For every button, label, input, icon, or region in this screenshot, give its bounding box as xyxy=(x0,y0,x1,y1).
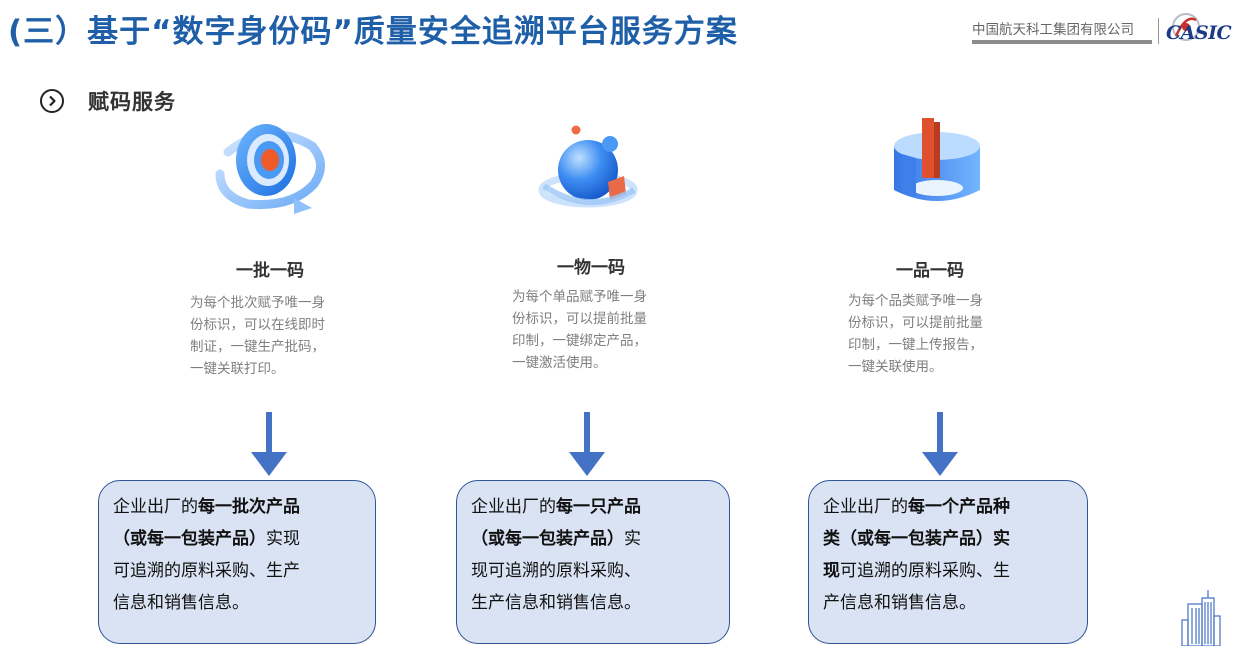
card-description: 为每个品类赋予唯一身 份标识，可以提前批量 印制，一键上传报告， 一键关联使用。 xyxy=(848,293,983,375)
company-name: 中国航天科工集团有限公司 xyxy=(972,22,1134,38)
box-line: 现可追溯的原料采购、 xyxy=(471,561,641,581)
card-title: 一品一码 xyxy=(896,261,964,281)
down-arrow-icon xyxy=(251,412,287,476)
down-arrow-icon xyxy=(569,412,605,476)
box-line: （或每一包装产品）实现 xyxy=(113,529,300,549)
box-line: 产信息和销售信息。 xyxy=(823,593,976,613)
chevron-right-circle-icon xyxy=(40,89,64,113)
header-divider xyxy=(1158,18,1159,44)
company-underline xyxy=(972,40,1152,44)
box-line: 生产信息和销售信息。 xyxy=(471,593,641,613)
box-line: 现可追溯的原料采购、生 xyxy=(823,561,1010,581)
box-line: 可追溯的原料采购、生产 xyxy=(113,561,300,581)
logo-text: CASIC xyxy=(1166,22,1232,44)
page-title: (三）基于“数字身份码”质量安全追溯平台服务方案 xyxy=(8,14,738,50)
card-description: 为每个单品赋予唯一身 份标识，可以提前批量 印制，一键绑定产品， 一键激活使用。 xyxy=(512,289,647,371)
card-title: 一批一码 xyxy=(236,261,304,281)
down-arrow-icon xyxy=(922,412,958,476)
casic-logo: CASIC xyxy=(1166,10,1232,50)
info-box: 企业出厂的每一个产品种 类（或每一包装产品）实 现可追溯的原料采购、生 产信息和… xyxy=(808,480,1088,644)
info-box: 企业出厂的每一批次产品 （或每一包装产品）实现 可追溯的原料采购、生产 信息和销… xyxy=(98,480,376,644)
box-line: （或每一包装产品）实 xyxy=(471,529,641,549)
cylinder-chart-icon xyxy=(894,118,980,201)
building-icon xyxy=(1181,590,1221,646)
info-box: 企业出厂的每一只产品 （或每一包装产品）实 现可追溯的原料采购、 生产信息和销售… xyxy=(456,480,730,644)
section-heading: 赋码服务 xyxy=(40,86,176,116)
target-icon xyxy=(215,124,325,214)
section-label: 赋码服务 xyxy=(88,90,176,114)
sphere-icon xyxy=(538,125,638,208)
box-line: 类（或每一包装产品）实 xyxy=(823,529,1010,549)
box-line: 企业出厂的每一批次产品 xyxy=(113,497,300,517)
card-description: 为每个批次赋予唯一身 份标识，可以在线即时 制证，一键生产批码， 一键关联打印。 xyxy=(190,295,325,377)
card-title: 一物一码 xyxy=(557,258,625,278)
box-line: 企业出厂的每一个产品种 xyxy=(823,497,1010,517)
logo-emblem-icon xyxy=(1172,13,1200,41)
box-line: 企业出厂的每一只产品 xyxy=(471,497,641,517)
box-line: 信息和销售信息。 xyxy=(113,593,249,613)
